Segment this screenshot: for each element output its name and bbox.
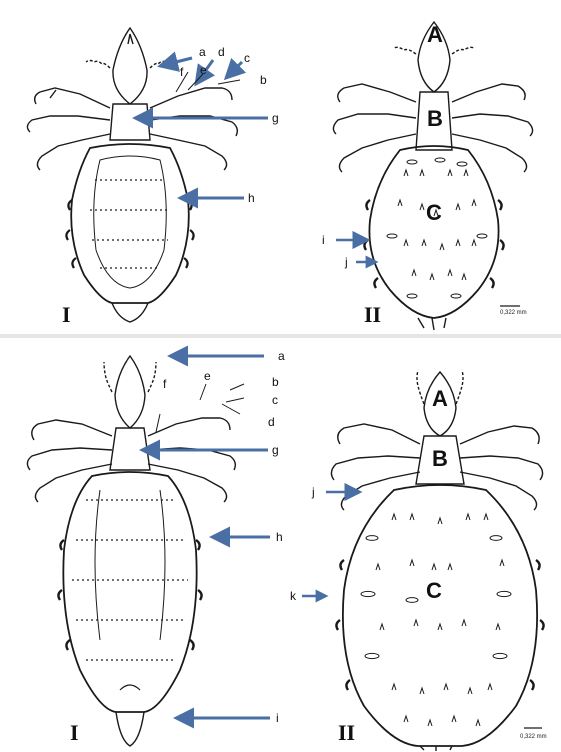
region-bottom-II-C: C xyxy=(426,578,442,604)
region-top-II-B: B xyxy=(427,106,443,132)
region-top-II-A: A xyxy=(427,22,443,48)
label-top-I-b: b xyxy=(260,74,267,86)
label-bottom-I-b: b xyxy=(272,376,279,388)
scale-top: 0,322 mm xyxy=(500,310,527,316)
label-top-I-f: f xyxy=(180,66,183,78)
label-bottom-I-h: h xyxy=(276,531,283,543)
numeral-top-I: I xyxy=(62,302,71,328)
label-top-I-g: g xyxy=(272,112,279,124)
label-bottom-II-k: k xyxy=(290,590,296,602)
region-bottom-II-A: A xyxy=(432,386,448,412)
top-specimen-II xyxy=(333,22,532,330)
top-arrows-I xyxy=(135,58,268,198)
label-bottom-I-g: g xyxy=(272,444,279,456)
label-top-I-d: d xyxy=(218,46,225,58)
label-bottom-I-a: a xyxy=(278,350,285,362)
numeral-bottom-I: I xyxy=(70,720,79,746)
label-top-I-c: c xyxy=(244,52,250,64)
label-top-II-j: j xyxy=(345,256,348,268)
label-bottom-II-j: j xyxy=(312,486,315,498)
bottom-arrows-I xyxy=(142,356,270,718)
label-top-I-h: h xyxy=(248,192,255,204)
scale-bottom: 0,322 mm xyxy=(520,734,547,740)
label-top-I-e: e xyxy=(200,64,207,76)
label-top-II-i: i xyxy=(322,234,325,246)
label-bottom-I-i: i xyxy=(276,712,279,724)
label-bottom-I-f: f xyxy=(163,378,166,390)
bottom-arrows-II xyxy=(302,492,360,596)
numeral-bottom-II: II xyxy=(338,720,355,746)
label-bottom-I-d: d xyxy=(268,416,275,428)
numeral-top-II: II xyxy=(364,302,381,328)
label-top-I-a: a xyxy=(199,46,206,58)
label-bottom-I-e: e xyxy=(204,370,211,382)
bottom-specimen-II xyxy=(331,370,543,751)
label-bottom-I-c: c xyxy=(272,394,278,406)
region-top-II-C: C xyxy=(426,200,442,226)
region-bottom-II-B: B xyxy=(432,446,448,472)
bottom-pointers-I xyxy=(156,384,244,432)
bottom-specimen-I xyxy=(27,356,235,746)
panel-divider xyxy=(0,334,561,338)
